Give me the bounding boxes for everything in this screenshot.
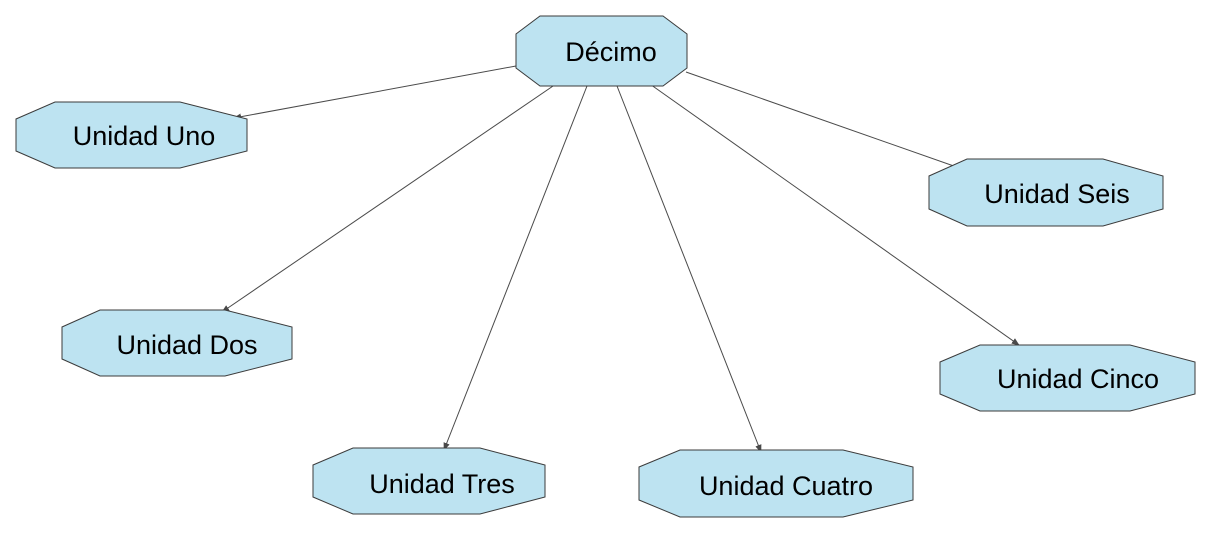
node-unidad-cuatro-shape xyxy=(638,449,914,518)
edge-decimo-unidad-cinco xyxy=(646,81,1020,346)
edge-decimo-unidad-uno xyxy=(233,65,517,120)
node-unidad-dos-label: Unidad Dos xyxy=(116,330,257,360)
node-unidad-uno[interactable]: Unidad Uno xyxy=(15,101,248,169)
edge-decimo-unidad-dos xyxy=(221,83,557,313)
node-unidad-tres[interactable]: Unidad Tres xyxy=(312,447,546,515)
node-unidad-seis[interactable]: Unidad Seis xyxy=(928,158,1164,227)
node-unidad-cuatro-label: Unidad Cuatro xyxy=(699,471,873,501)
node-unidad-uno-shape xyxy=(15,101,248,169)
node-unidad-tres-label: Unidad Tres xyxy=(369,469,515,499)
edge-decimo-unidad-tres xyxy=(443,85,588,451)
node-unidad-cinco-shape xyxy=(939,344,1196,412)
edge-decimo-unidad-seis xyxy=(685,71,969,172)
node-unidad-seis-shape xyxy=(928,158,1164,227)
node-unidad-tres-shape xyxy=(312,447,546,515)
node-unidad-cinco-label: Unidad Cinco xyxy=(997,364,1159,394)
node-decimo-label: Décimo xyxy=(565,37,657,67)
node-decimo[interactable]: Décimo xyxy=(515,15,688,87)
node-unidad-uno-label: Unidad Uno xyxy=(73,121,216,151)
edge-decimo-unidad-cuatro xyxy=(616,85,762,453)
node-unidad-dos-shape xyxy=(61,309,293,377)
node-unidad-dos[interactable]: Unidad Dos xyxy=(61,309,293,377)
node-decimo-shape xyxy=(515,15,688,87)
edges xyxy=(221,65,1020,453)
node-unidad-seis-label: Unidad Seis xyxy=(984,179,1130,209)
node-unidad-cuatro[interactable]: Unidad Cuatro xyxy=(638,449,914,518)
node-unidad-cinco[interactable]: Unidad Cinco xyxy=(939,344,1196,412)
